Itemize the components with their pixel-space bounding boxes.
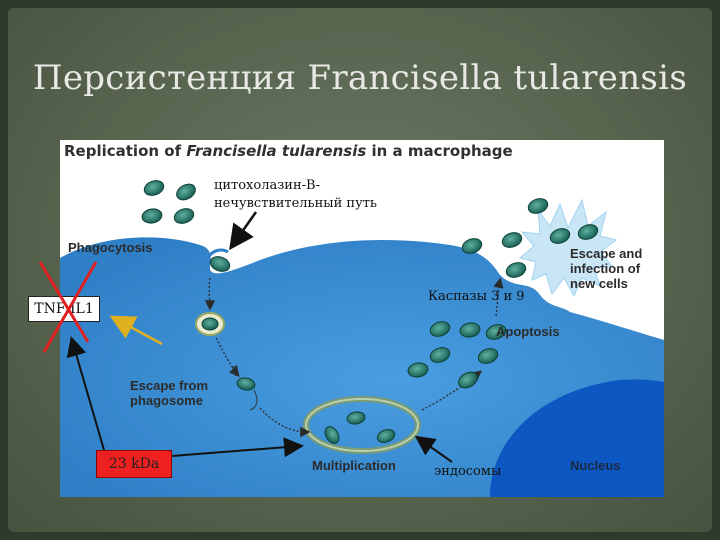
bacterium bbox=[324, 426, 340, 444]
bacterium bbox=[176, 183, 196, 201]
bacterium bbox=[477, 348, 499, 364]
arrow-kda-to-endosome bbox=[171, 437, 304, 458]
label-nucleus: Nucleus bbox=[570, 458, 621, 473]
cycle-arrow-2 bbox=[215, 337, 240, 377]
bacterium bbox=[501, 232, 523, 248]
figure-title-part1: Replication of bbox=[64, 142, 187, 160]
label-escape-infection-line3: new cells bbox=[570, 276, 628, 291]
bacterium bbox=[173, 208, 195, 224]
nucleus bbox=[490, 379, 664, 497]
label-escape-line1: Escape from bbox=[130, 378, 209, 393]
bacterium bbox=[376, 429, 396, 443]
annotation-endosomes: эндосомы bbox=[434, 464, 502, 479]
bacterium bbox=[527, 198, 549, 214]
cross-line-1 bbox=[38, 261, 90, 343]
bacterium bbox=[458, 371, 478, 389]
bacterium bbox=[346, 411, 366, 425]
cycle-arrow-1 bbox=[204, 277, 216, 311]
cycle-arrow-5 bbox=[493, 277, 504, 317]
arrow-yellow bbox=[109, 315, 163, 346]
cross-line-2 bbox=[42, 261, 98, 353]
arrow-kda-to-tnf bbox=[66, 336, 105, 451]
label-escape-infection-line1: Escape and bbox=[570, 246, 643, 261]
annotation-caspases: Каспазы 3 и 9 bbox=[428, 289, 525, 304]
label-escape-line2: phagosome bbox=[130, 393, 203, 408]
bacterium bbox=[429, 321, 451, 337]
bacterium bbox=[485, 324, 507, 340]
bacterium bbox=[549, 228, 571, 244]
bacterium bbox=[236, 377, 256, 391]
bacterium bbox=[143, 180, 165, 196]
phagocytic-cup bbox=[206, 248, 229, 259]
figure-title-part2: in a macrophage bbox=[366, 142, 513, 160]
annotation-cytochalasin-line1: цитохолазин-В- bbox=[214, 178, 320, 193]
figure-title: Replication of Francisella tularensis in… bbox=[64, 142, 513, 160]
bacterium bbox=[459, 322, 481, 338]
diagram-graphics bbox=[60, 180, 664, 497]
label-phagocytosis: Phagocytosis bbox=[68, 240, 153, 255]
escape-burst bbox=[518, 198, 618, 298]
bacterium bbox=[141, 208, 163, 224]
label-multiplication: Multiplication bbox=[312, 458, 396, 473]
bacterium bbox=[505, 262, 527, 278]
bacterium bbox=[201, 317, 219, 331]
bacterium bbox=[429, 347, 451, 363]
bacterium bbox=[209, 256, 231, 272]
label-escape-infection-line2: infection of bbox=[570, 261, 641, 276]
kda-box: 23 kDa bbox=[96, 450, 172, 478]
bacterium bbox=[461, 238, 483, 254]
cycle-arrow-3 bbox=[259, 407, 311, 438]
annotation-cytochalasin-line2: нечувствительный путь bbox=[214, 196, 377, 211]
arrow-cytochalasin bbox=[229, 211, 258, 251]
arrow-endosome bbox=[414, 435, 453, 463]
bacterium bbox=[407, 362, 429, 378]
slide-title: Персистенция Francisella tularensis bbox=[32, 58, 688, 98]
figure-title-italic: Francisella tularensis bbox=[186, 142, 367, 160]
label-apoptosis: Apoptosis bbox=[496, 324, 560, 339]
bacterium bbox=[577, 224, 599, 240]
macrophage-diagram: Replication of Francisella tularensis in… bbox=[60, 140, 664, 497]
